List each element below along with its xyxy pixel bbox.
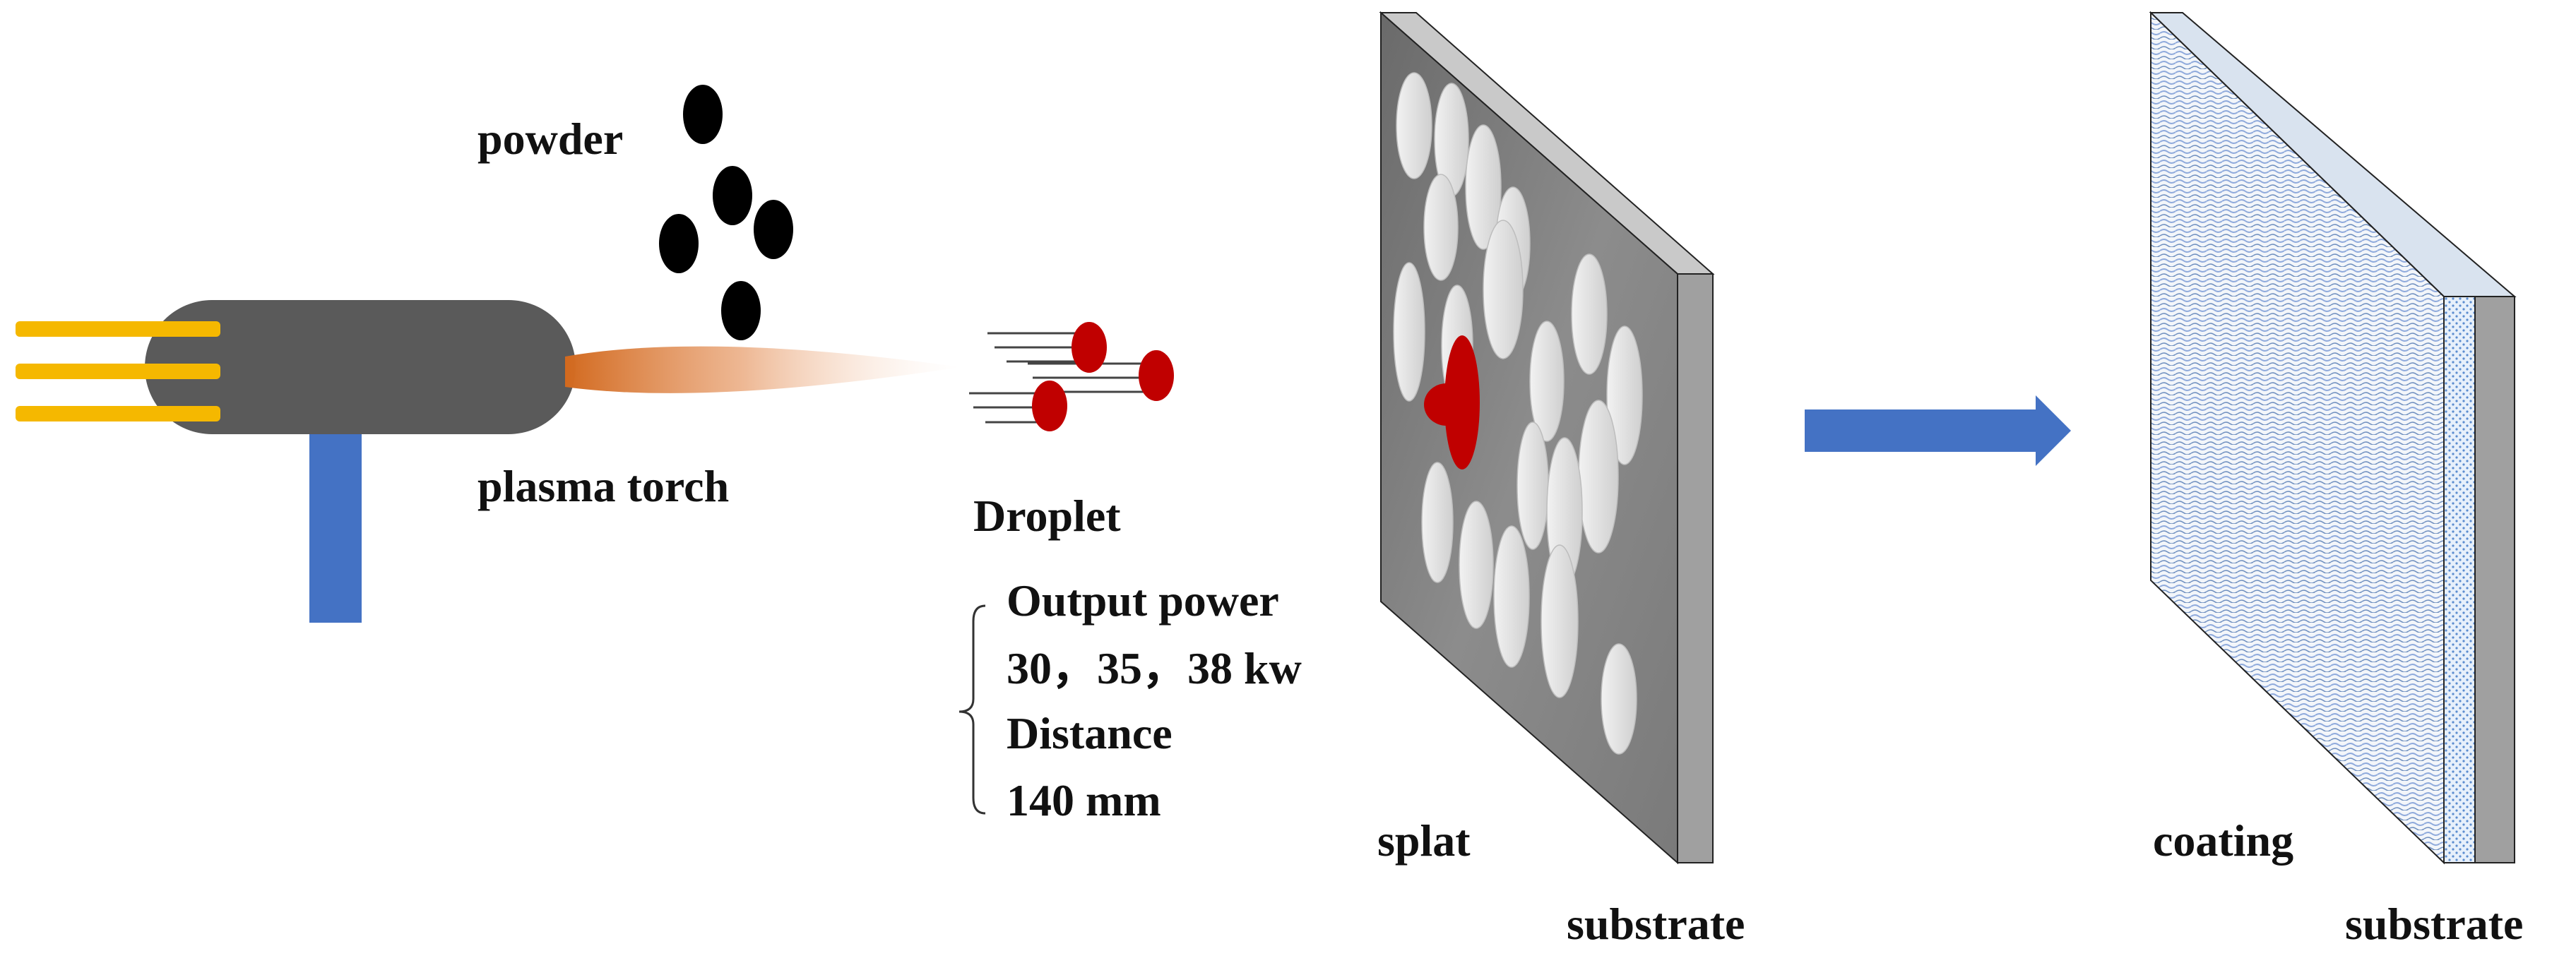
substrate-side-edge — [1677, 273, 1714, 863]
process-arrow — [1805, 395, 2071, 466]
splat — [1459, 501, 1494, 629]
splat — [1606, 325, 1643, 465]
powder-particle — [683, 85, 723, 144]
distance-label: Distance — [1007, 708, 1173, 758]
plasma-torch — [16, 300, 961, 623]
droplets — [969, 322, 1174, 431]
powder-particle — [713, 166, 752, 225]
substrate-label-right: substrate — [2345, 899, 2523, 949]
coating-layer-side — [2443, 296, 2476, 863]
splat — [1396, 72, 1432, 179]
splat — [1421, 462, 1454, 583]
splat — [1423, 174, 1459, 281]
powder-particle — [659, 214, 699, 273]
splat — [1516, 421, 1549, 550]
splat — [1529, 321, 1565, 442]
plasma-torch-label: plasma torch — [477, 461, 729, 511]
electrode-rod-3 — [16, 406, 220, 421]
droplet-particle — [1139, 350, 1174, 401]
gas-feed-pipe — [309, 418, 362, 623]
splat — [1541, 544, 1579, 698]
substrate-label-left: substrate — [1567, 899, 1745, 949]
electrode-rod-1 — [16, 321, 220, 337]
coated-substrate — [2149, 11, 2517, 865]
splat-label: splat — [1377, 815, 1471, 866]
output-power-value: 30，35，38 kw — [1007, 643, 1302, 693]
droplet-particle — [1032, 381, 1067, 431]
powder-particle — [721, 281, 761, 340]
powder-particles — [659, 85, 793, 340]
substrate-with-splats — [1379, 11, 1715, 865]
splat — [1578, 400, 1619, 554]
output-power-label: Output power — [1007, 575, 1279, 626]
coating-label: coating — [2153, 815, 2293, 866]
splat — [1465, 124, 1502, 250]
splat — [1493, 525, 1530, 668]
powder-particle — [754, 200, 793, 259]
splat — [1393, 262, 1425, 402]
distance-value: 140 mm — [1007, 775, 1161, 825]
splat — [1571, 253, 1608, 375]
plasma-plume — [565, 346, 961, 393]
impacting-droplet — [1424, 335, 1480, 469]
electrode-rod-2 — [16, 364, 220, 379]
torch-body — [145, 300, 576, 434]
splat — [1601, 643, 1637, 755]
droplet-particle — [1072, 322, 1107, 373]
splat — [1483, 220, 1524, 359]
coated-substrate-side — [2474, 296, 2515, 863]
powder-label: powder — [477, 114, 623, 164]
parameter-bracket — [958, 604, 986, 815]
droplet-label: Droplet — [973, 491, 1121, 541]
coating-face — [2150, 11, 2445, 865]
